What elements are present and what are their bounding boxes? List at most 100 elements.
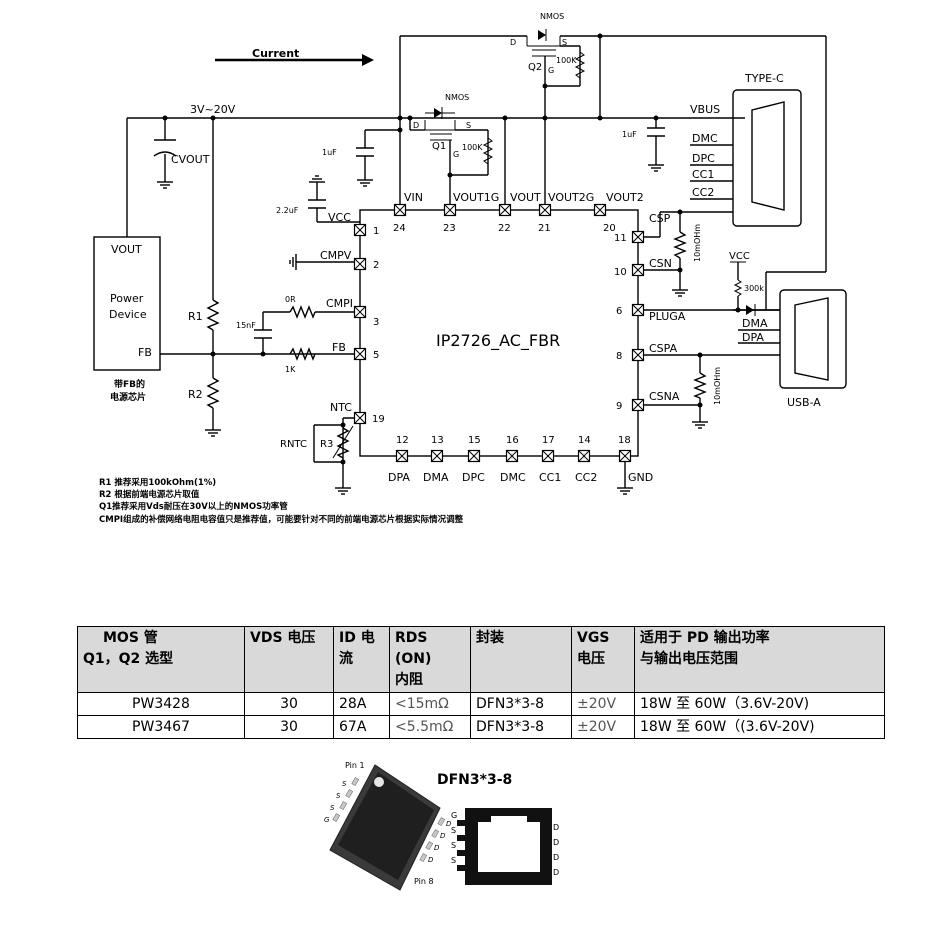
svg-text:VCC: VCC <box>328 211 351 224</box>
svg-text:VOUT: VOUT <box>111 243 142 256</box>
svg-text:15nF: 15nF <box>236 321 256 330</box>
resistor-r2 <box>206 377 220 409</box>
capacitor-2-2uf: 2.2uF <box>276 199 326 215</box>
svg-text:D: D <box>428 856 434 864</box>
q2-s-label: S <box>562 38 567 47</box>
svg-text:FB: FB <box>138 346 152 359</box>
cell-vgs: ±20V <box>571 715 635 739</box>
rntc-label: RNTC <box>280 439 307 450</box>
svg-text:CC2: CC2 <box>692 186 714 199</box>
r1k-label: 1K <box>285 365 296 374</box>
svg-text:D: D <box>553 868 559 877</box>
svg-text:DMA: DMA <box>423 471 449 484</box>
q2-d-label: D <box>510 38 516 47</box>
vin-range-label: 3V~20V <box>190 103 236 116</box>
svg-text:16: 16 <box>506 435 519 446</box>
usb-a-connector: USB-A DMA DPA <box>742 289 847 409</box>
svg-text:6: 6 <box>616 306 622 317</box>
resistor-r3 <box>336 427 350 459</box>
svg-text:CSN: CSN <box>649 257 672 270</box>
svg-text:CSPA: CSPA <box>649 342 678 355</box>
svg-text:Pin 8: Pin 8 <box>414 877 434 886</box>
svg-text:G: G <box>451 811 457 820</box>
svg-text:1: 1 <box>373 226 379 237</box>
package-title: DFN3*3-8 <box>437 772 512 788</box>
chip-pin-labels: VIN 24 VOUT1G 23 VOUT 22 VOUT2G 21 VOUT2… <box>320 191 686 484</box>
svg-text:9: 9 <box>616 401 622 412</box>
power-device-box: VOUT Power Device FB <box>93 236 161 371</box>
svg-text:NTC: NTC <box>330 401 352 414</box>
header-id: ID 电 流 <box>333 626 390 693</box>
svg-text:20: 20 <box>603 223 616 234</box>
table-header-row: MOS 管 Q1，Q2 选型 VDS 电压 ID 电 流 RDS (ON) 内阻… <box>77 626 885 693</box>
svg-text:G: G <box>324 816 330 824</box>
svg-text:CVOUT: CVOUT <box>171 153 210 166</box>
r2-label: R2 <box>188 388 203 401</box>
mos-selection-table: MOS 管 Q1，Q2 选型 VDS 电压 ID 电 流 RDS (ON) 内阻… <box>77 626 885 739</box>
cell-id: 28A <box>333 692 390 716</box>
cell-model: PW3467 <box>77 715 245 739</box>
cell-vds: 30 <box>244 692 334 716</box>
type-c-connector: TYPE-C VBUS DMC DPC CC1 CC2 <box>690 72 802 227</box>
svg-text:VBUS: VBUS <box>690 103 720 116</box>
svg-text:2.2uF: 2.2uF <box>276 206 299 215</box>
table-row: PW3467 30 67A <5.5mΩ DFN3*3-8 ±20V 18W 至… <box>77 715 885 739</box>
q2-type-label: NMOS <box>540 12 564 21</box>
header-application: 适用于 PD 输出功率 与输出电压范围 <box>634 626 885 693</box>
q1-label: Q1 <box>432 141 446 152</box>
svg-text:S: S <box>451 841 456 850</box>
q1-s-label: S <box>466 121 471 130</box>
resistor-1k <box>289 347 316 361</box>
q2-label: Q2 <box>528 62 542 73</box>
q1-resistor-label: 100K <box>462 143 483 152</box>
q1-gate-resistor <box>482 137 494 165</box>
resistor-10m-a <box>673 231 687 259</box>
cell-package: DFN3*3-8 <box>470 715 572 739</box>
power-device-note-1: 带FB的 <box>114 378 145 390</box>
svg-text:CMPI: CMPI <box>326 297 353 310</box>
svg-text:DPC: DPC <box>462 471 485 484</box>
q1-g-label: G <box>453 150 459 159</box>
chip-name: IP2726_AC_FBR <box>436 331 560 351</box>
package-3d-view: Pin 1 S S S G D D D D Pin 8 <box>324 761 452 891</box>
svg-text:3: 3 <box>373 317 379 328</box>
header-mos: MOS 管 Q1，Q2 选型 <box>77 626 245 693</box>
svg-text:Power: Power <box>110 292 144 305</box>
svg-text:1uF: 1uF <box>622 130 637 139</box>
svg-text:D: D <box>553 838 559 847</box>
svg-text:S: S <box>330 804 335 812</box>
svg-text:DPA: DPA <box>742 331 764 344</box>
svg-text:8: 8 <box>616 351 622 362</box>
capacitor-cvout: CVOUT <box>153 139 210 166</box>
header-vgs: VGS 电压 <box>571 626 635 693</box>
junction-dots <box>162 33 741 465</box>
svg-text:22: 22 <box>498 223 511 234</box>
svg-text:USB-A: USB-A <box>787 396 821 409</box>
cell-package: DFN3*3-8 <box>470 692 572 716</box>
svg-text:DMA: DMA <box>742 317 768 330</box>
resistor-0r <box>289 305 316 319</box>
svg-text:12: 12 <box>396 435 409 446</box>
svg-text:CC1: CC1 <box>539 471 561 484</box>
r0-label: 0R <box>285 295 296 304</box>
svg-text:TYPE-C: TYPE-C <box>744 72 784 85</box>
vcc-top-label: VCC <box>729 251 750 262</box>
svg-text:DMC: DMC <box>692 132 718 145</box>
capacitor-1uf-left: 1uF <box>322 147 374 157</box>
resistor-10m-b <box>693 372 707 399</box>
header-package: 封装 <box>470 626 572 693</box>
q2-resistor-label: 100K <box>556 56 577 65</box>
svg-text:D: D <box>434 844 440 852</box>
cell-rds: <5.5mΩ <box>389 715 471 739</box>
svg-text:CC2: CC2 <box>575 471 597 484</box>
svg-text:13: 13 <box>431 435 444 446</box>
q2-nmos-symbol: NMOS D S G Q2 <box>510 12 567 75</box>
svg-text:CC1: CC1 <box>692 168 714 181</box>
capacitor-15nf: 15nF <box>236 321 272 339</box>
cell-model: PW3428 <box>77 692 245 716</box>
svg-text:VIN: VIN <box>404 191 423 204</box>
svg-text:Q1推荐采用Vds耐压在30V以上的NMOS功率管: Q1推荐采用Vds耐压在30V以上的NMOS功率管 <box>99 501 288 512</box>
svg-text:11: 11 <box>614 233 627 244</box>
q1-d-label: D <box>413 121 419 130</box>
